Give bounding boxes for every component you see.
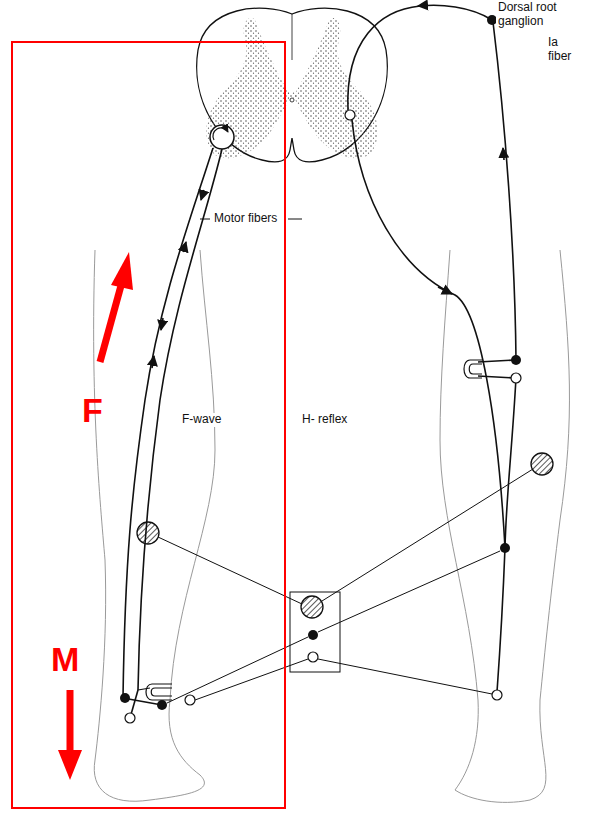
conduction-arrow [152,190,204,368]
electrode-wire [158,469,533,703]
fiber-label: Motor fibers [212,212,279,226]
leg-outline [94,250,570,802]
motor-neuron [210,125,234,149]
panel-label: H- reflex [300,413,349,427]
fiber-label: Ia fiber [546,36,586,64]
motor-fiber [123,148,222,718]
panel-label: F-wave [180,413,223,427]
wave-label: M [49,642,81,676]
ia-fiber [348,5,516,692]
highlight-frame [12,42,285,808]
muscle-symbol [464,360,482,378]
electrode-dot [120,693,195,723]
spinal-cord [197,8,388,162]
instrument-box [290,592,340,672]
wave-label: F [80,393,105,427]
muscle-symbol [138,684,172,700]
neuron-dot [345,15,521,700]
red-arrow [58,252,133,780]
label-dash [288,219,302,220]
ganglion-label: Dorsal root ganglion [496,1,586,29]
label-dash [200,219,210,220]
conduction-arrow [418,5,504,294]
stimulator-electrode [137,453,553,662]
